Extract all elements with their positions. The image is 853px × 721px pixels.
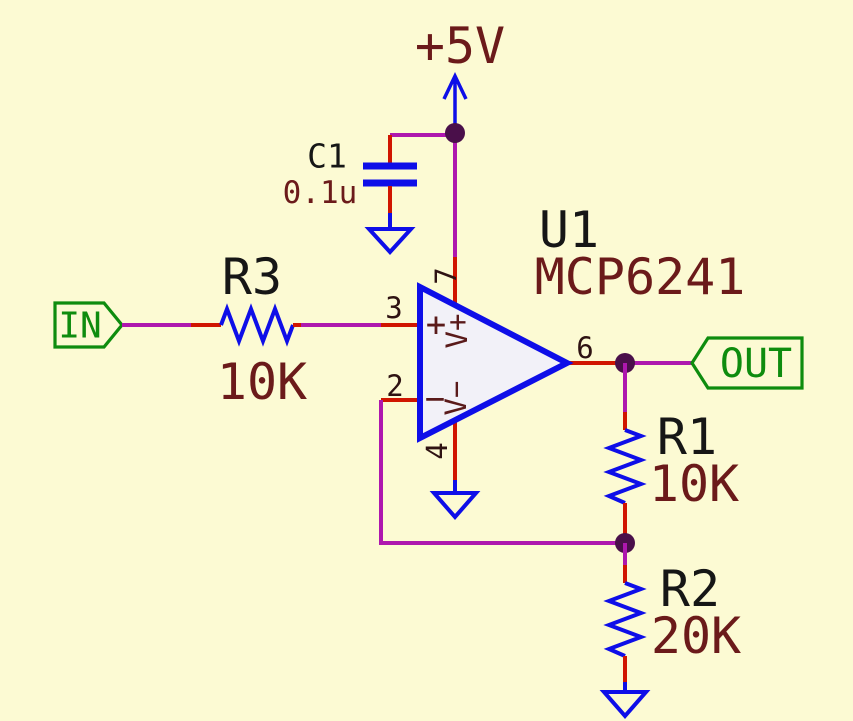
port-out-label: OUT <box>720 341 792 387</box>
ground-symbol-c1 <box>364 227 416 255</box>
ground-symbol-r2 <box>599 690 651 720</box>
opamp-inverting-minus-icon: − <box>425 379 445 419</box>
wire-feedback <box>379 400 625 545</box>
pin-number-2: 2 <box>386 369 403 403</box>
resistor-r3-body <box>219 303 295 347</box>
port-in-shape <box>53 301 125 349</box>
resistor-r1-body <box>603 428 647 505</box>
pin-number-4: 4 <box>420 442 454 459</box>
pin-number-3: 3 <box>385 291 402 325</box>
port-out-shape <box>690 336 804 390</box>
label-u1-value: MCP6241 <box>535 248 746 306</box>
opamp-vminus-label: V− <box>439 381 473 416</box>
resistor-r2-body <box>603 581 647 658</box>
port-in-label: IN <box>58 306 101 347</box>
opamp-vplus-label: V+ <box>440 314 474 349</box>
label-r1-reference: R1 <box>657 408 717 466</box>
power-flag-arrow-icon <box>442 71 468 131</box>
opamp-noninverting-plus-icon: + <box>426 305 446 345</box>
junction-dot-vcc <box>445 123 465 143</box>
label-r2-reference: R2 <box>660 560 720 618</box>
label-r3-value: 10K <box>217 353 307 411</box>
label-c1-value: 0.1u <box>283 175 358 211</box>
power-label-5v: +5V <box>415 17 505 75</box>
pin-number-6: 6 <box>576 331 593 365</box>
label-c1-reference: C1 <box>307 137 347 176</box>
label-r2-value: 20K <box>651 607 741 665</box>
label-r1-value: 10K <box>649 455 739 513</box>
pin-number-7: 7 <box>429 267 463 284</box>
opamp-u1-triangle <box>417 282 574 443</box>
label-r3-reference: R3 <box>222 248 282 306</box>
ground-symbol-u1 <box>429 491 481 521</box>
label-u1-reference: U1 <box>539 201 599 259</box>
